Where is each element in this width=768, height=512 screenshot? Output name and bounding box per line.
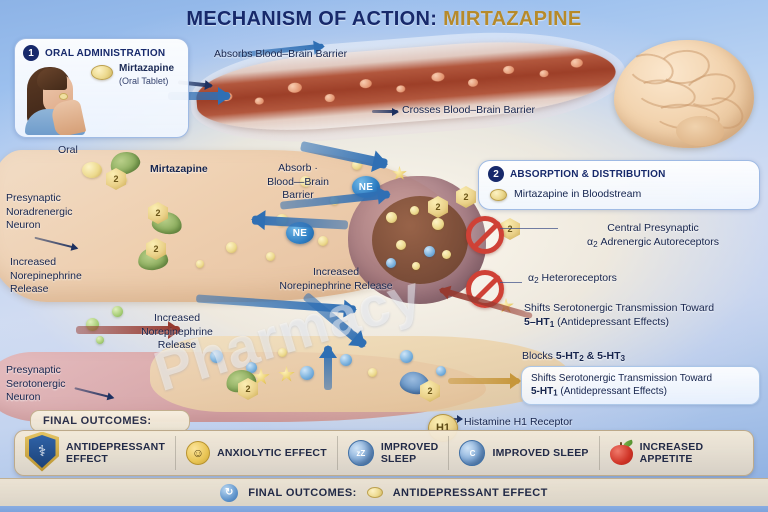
final-outcomes-heading: FINAL OUTCOMES:	[43, 415, 152, 427]
outcome-improved-sleep-2-label: IMPROVED SLEEP	[492, 446, 589, 459]
panel-absorption-distribution[interactable]: 2 ABSORPTION & DISTRIBUTION Mirtazapine …	[478, 160, 760, 210]
drug-form-label: (Oral Tablet)	[119, 75, 169, 86]
label-alpha2-heteroreceptors: α2 Heteroreceptors	[528, 272, 617, 285]
receptor-block-icon	[466, 216, 504, 254]
alpha2-receptor-badge: 2	[148, 202, 168, 224]
vesicle	[318, 236, 328, 246]
receptor-tag: 2	[435, 202, 441, 212]
alpha2-receptor-badge: 2	[456, 186, 476, 208]
label-absorbs-bbb: Absorbs Blood–Brain Barrier	[214, 48, 348, 60]
outcome-improved-sleep-1-label: IMPROVED SLEEP	[380, 440, 439, 465]
outcome-improved-sleep-1[interactable]: zZ IMPROVED SLEEP	[338, 436, 450, 470]
bottom-summary-strip: ↻ FINAL OUTCOMES: ANTIDEPRESSANT EFFECT	[0, 478, 768, 506]
alpha2-receptor-badge: 2	[238, 378, 258, 400]
panel-oral-administration[interactable]: 1 ORAL ADMINISTRATION Mirtazapine (Oral …	[14, 38, 189, 138]
step-badge-2: 2	[488, 166, 504, 182]
vesicle	[112, 306, 123, 317]
norepinephrine-marker: NE	[286, 222, 314, 244]
tablet-icon	[366, 487, 383, 498]
receptor-tag: 2	[113, 174, 119, 184]
caduceus-glyph: ⚕	[28, 435, 56, 468]
label-oral: Oral	[58, 144, 78, 156]
receptor-tag: 2	[155, 208, 161, 218]
vesicle	[352, 160, 362, 170]
receptor-tag: 2	[427, 386, 433, 396]
label-increased-ne-release-a: Increased Norepinephrine Release	[10, 256, 82, 296]
leader-line	[500, 282, 522, 283]
receptor-tag: 2	[245, 384, 251, 394]
final-outcomes-bar: ⚕ ANTIDEPRESSANT EFFECT ☺ ANXIOLYTIC EFF…	[14, 430, 754, 476]
label-central-presynaptic-autoreceptors: Central Presynaptic α2 Adrenergic Autore…	[586, 222, 720, 249]
vesicle	[196, 260, 204, 268]
tablet-icon	[91, 65, 113, 80]
alpha2-receptor-badge: 2	[106, 168, 126, 190]
vesicle	[300, 176, 311, 187]
arrow-crosses-bbb	[372, 107, 399, 116]
cerebellum-illustration	[676, 116, 724, 146]
box-shift-5ht1-b: Shifts Serotonergic Transmission Toward …	[521, 366, 760, 406]
vesicle	[266, 252, 275, 261]
receptor-tag: 2	[463, 192, 469, 202]
alpha2-receptor-badge: 2	[146, 238, 166, 260]
bottom-edge	[0, 506, 768, 512]
step-badge-1: 1	[23, 45, 39, 61]
bloodstream-row: Mirtazapine in Bloodstream	[488, 187, 750, 201]
vesicle	[96, 336, 104, 344]
label-absorb-bbb-mid: Absorb · Blood—Brain Barrier	[267, 162, 329, 202]
arrow-to-outcome-box	[448, 373, 521, 389]
panel-absorption-header: 2 ABSORPTION & DISTRIBUTION	[488, 166, 750, 182]
outcome-increased-appetite[interactable]: INCREASED APPETITE	[600, 436, 714, 470]
vesicle	[226, 242, 237, 253]
synaptic-vesicle-pool-art	[372, 196, 468, 284]
final-outcomes-heading-pill: FINAL OUTCOMES:	[30, 410, 190, 432]
patient-illustration	[23, 63, 87, 135]
bloodstream-label: Mirtazapine in Bloodstream	[514, 188, 642, 200]
sleep-moon-icon: zZ	[347, 440, 374, 466]
outcome-antidepressant[interactable]: ⚕ ANTIDEPRESSANT EFFECT	[15, 431, 177, 472]
label-presynaptic-serotonergic-neuron: Presynaptic Serotonergic Neuron	[6, 364, 66, 404]
alpha2-receptor-badge: 2	[428, 196, 448, 218]
page-title: MECHANISM OF ACTION: MIRTAZAPINE	[0, 8, 768, 31]
label-increased-ne-release-c: Increased Norepinephrine Release	[141, 312, 213, 352]
caduceus-shield-icon: ⚕	[25, 431, 59, 472]
label-crosses-bbb: Crosses Blood–Brain Barrier	[402, 104, 536, 116]
panel-oral-title: ORAL ADMINISTRATION	[45, 47, 166, 59]
arrow-up-from-axon	[319, 345, 337, 390]
outcome-antidepressant-label: ANTIDEPRESSANT EFFECT	[66, 440, 166, 465]
receptor-tag: 2	[507, 224, 513, 234]
page-title-drug: MIRTAZAPINE	[443, 8, 582, 30]
label-mirtazapine: Mirtazapine	[150, 163, 208, 175]
tablet-callout: Mirtazapine (Oral Tablet)	[91, 63, 174, 86]
alpha2-receptor-badge: 2	[500, 218, 520, 240]
swirl-icon: ↻	[220, 483, 239, 502]
bottom-outcome-label: ANTIDEPRESSANT EFFECT	[392, 486, 548, 499]
outcome-anxiolytic[interactable]: ☺ ANXIOLYTIC EFFECT	[176, 436, 338, 470]
receptor-tag: 2	[153, 244, 159, 254]
label-blocks-5ht2-5ht3: Blocks 5-HT2 & 5-HT3	[522, 350, 626, 363]
bottom-final-outcomes-heading: FINAL OUTCOMES:	[248, 486, 357, 499]
outcome-improved-sleep-2[interactable]: C IMPROVED SLEEP	[449, 436, 600, 470]
leader-line	[500, 228, 558, 229]
label-histamine-h1-receptor: Histamine H1 Receptor	[464, 416, 573, 428]
panel-absorption-title: ABSORPTION & DISTRIBUTION	[510, 168, 666, 180]
label-presynaptic-noradrenergic-neuron: Presynaptic Noradrenergic Neuron	[6, 192, 73, 232]
label-increased-ne-release-b: Increased Norepinephrine Release	[279, 266, 393, 292]
tablet-icon	[490, 189, 507, 201]
apple-icon	[609, 439, 634, 465]
label-shift-5ht1-a: Shifts Serotonergic Transmission Toward …	[524, 302, 715, 329]
sleep-moon-icon: C	[459, 440, 486, 466]
postsynaptic-axon-art	[150, 336, 570, 412]
arrow-serotonergic-flow	[76, 321, 181, 339]
smiley-face-icon: ☺	[186, 441, 211, 465]
alpha2-receptor-badge: 2	[420, 380, 440, 402]
tablet-particle	[82, 162, 102, 178]
page-title-main: MECHANISM OF ACTION:	[186, 8, 438, 30]
outcome-increased-appetite-label: INCREASED APPETITE	[639, 440, 704, 465]
panel-oral-header: 1 ORAL ADMINISTRATION	[23, 45, 180, 61]
drug-name-label: Mirtazapine	[119, 63, 175, 74]
outcome-anxiolytic-label: ANXIOLYTIC EFFECT	[217, 446, 327, 459]
arrow-from-panel1	[168, 87, 231, 105]
